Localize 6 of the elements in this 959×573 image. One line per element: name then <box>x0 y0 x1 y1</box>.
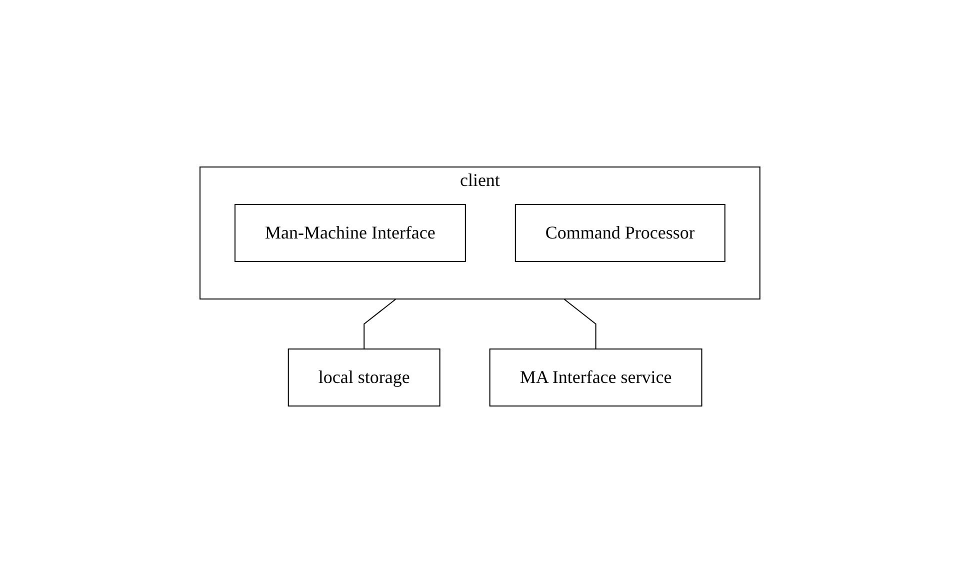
node-box: Command Processor <box>514 204 725 262</box>
connector <box>563 298 596 350</box>
node-box: Man-Machine Interface <box>234 204 466 262</box>
node-box: local storage <box>287 348 440 406</box>
connector <box>363 298 396 350</box>
node-box: MA Interface service <box>488 348 702 406</box>
